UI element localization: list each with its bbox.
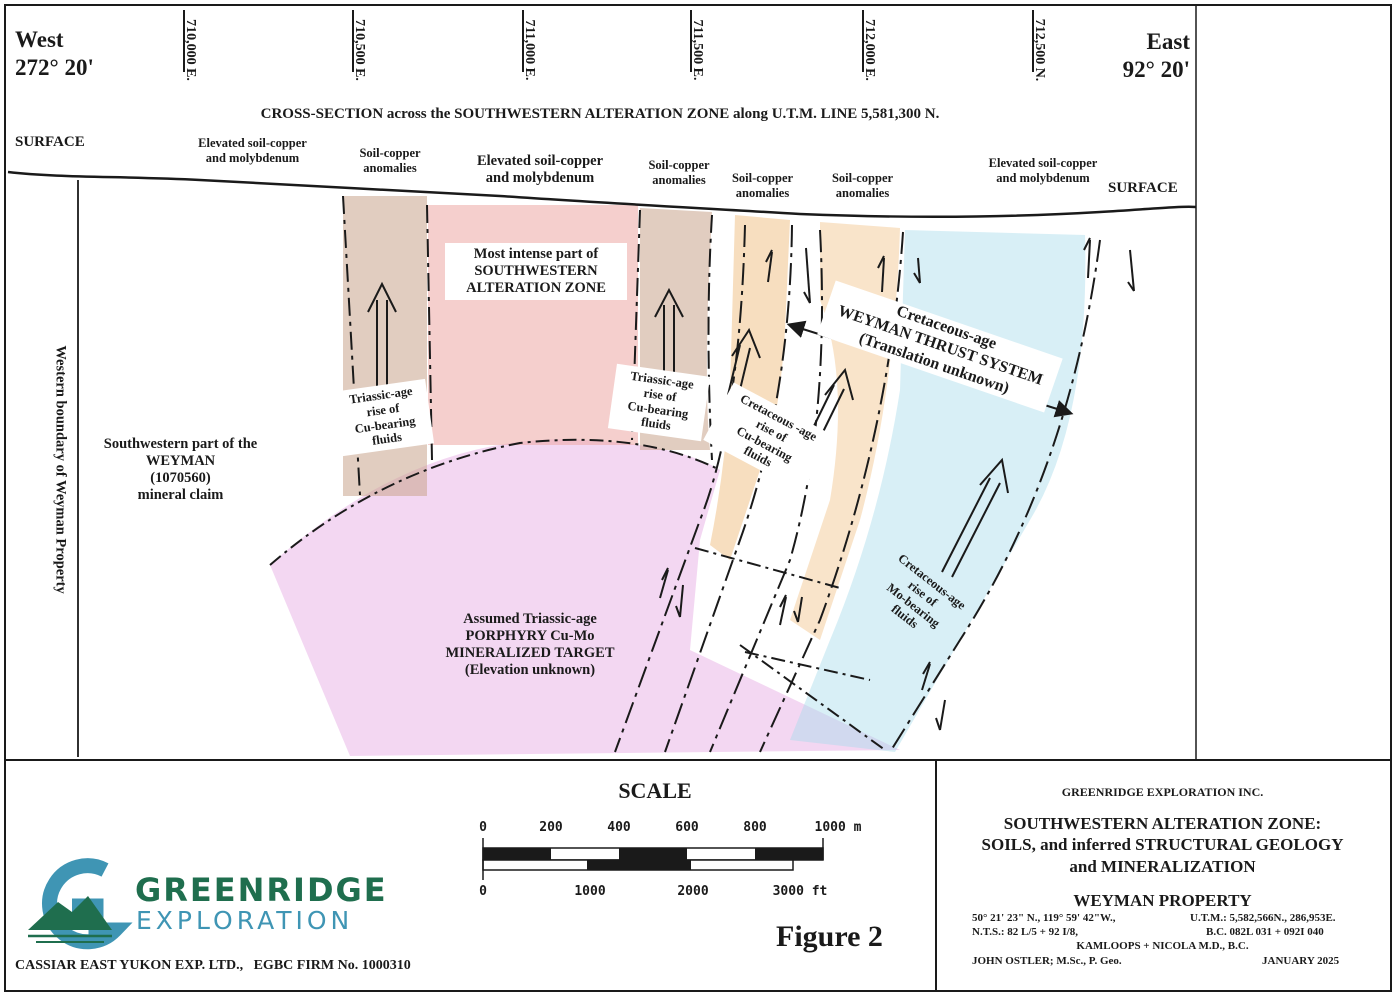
title-block-district: KAMLOOPS + NICOLA M.D., B.C. bbox=[1076, 940, 1249, 952]
utm-tick-label: 710,000 E. bbox=[183, 19, 198, 81]
firm-line: CASSIAR EAST YUKON EXP. LTD., EGBC FIRM … bbox=[15, 958, 411, 973]
scale-metric-label: 400 bbox=[607, 820, 631, 835]
scale-metric-label: 1000 m bbox=[814, 820, 862, 835]
fluid-arrow bbox=[941, 457, 1009, 578]
title-block-company: GREENRIDGE EXPLORATION INC. bbox=[1061, 785, 1264, 799]
title-block-nts: N.T.S.: 82 L/5 + 92 I/8, bbox=[972, 926, 1078, 938]
scale-bar-feet bbox=[482, 859, 794, 871]
title-block-coords: 50° 21' 23" N., 119° 59' 42"W., bbox=[972, 912, 1116, 924]
east-bearing: 92° 20' bbox=[1122, 57, 1190, 82]
section-title: CROSS-SECTION across the SOUTHWESTERN AL… bbox=[260, 106, 940, 122]
utm-tick-line bbox=[1032, 10, 1034, 72]
fault-line bbox=[426, 204, 433, 461]
utm-tick-label: 712,500 N. bbox=[1032, 18, 1047, 82]
scale-feet-label: 1000 bbox=[574, 884, 606, 899]
surface-line bbox=[7, 170, 1197, 219]
scale-metric-label: 800 bbox=[743, 820, 767, 835]
fluid-arrow bbox=[654, 287, 684, 372]
porphyry-boundary bbox=[269, 438, 721, 566]
title-block-property: WEYMAN PROPERTY bbox=[1073, 891, 1252, 910]
title-block-utm: U.T.M.: 5,582,566N., 286,953E. bbox=[1190, 912, 1336, 924]
logo-name: GREENRIDGE bbox=[135, 871, 388, 909]
fault-line bbox=[631, 209, 641, 441]
surface-label-left: SURFACE bbox=[15, 134, 85, 150]
title-block-title: SOUTHWESTERN ALTERATION ZONE:SOILS, and … bbox=[981, 814, 1344, 876]
scale-bar-metric bbox=[482, 847, 824, 861]
scale-metric-label: 0 bbox=[479, 820, 487, 835]
utm-tick-line bbox=[690, 10, 692, 72]
cross-fault bbox=[739, 644, 886, 751]
scale-metric-label: 600 bbox=[675, 820, 699, 835]
utm-tick-line bbox=[862, 10, 864, 72]
thrust-fault bbox=[889, 239, 1101, 753]
porphyry-target-zone bbox=[270, 439, 900, 756]
scale-feet-label: 0 bbox=[479, 884, 487, 899]
thrust-fault bbox=[664, 224, 793, 753]
alteration-core-zone bbox=[428, 205, 638, 445]
scale-title: SCALE bbox=[618, 778, 692, 803]
fluid-arrow bbox=[367, 281, 397, 395]
cretaceous-cu-zone bbox=[710, 215, 790, 560]
slip-arrow bbox=[659, 237, 1135, 731]
scale-feet-label: 2000 bbox=[677, 884, 709, 899]
greenridge-logo-mark bbox=[28, 858, 133, 950]
utm-tick-label: 711,500 E. bbox=[690, 19, 705, 81]
west-label: West bbox=[15, 27, 64, 52]
title-block-date: JANUARY 2025 bbox=[1262, 955, 1340, 967]
scale-feet-label: 3000 ft bbox=[772, 884, 828, 899]
thrust-fault bbox=[614, 224, 746, 753]
logo-sub: EXPLORATION bbox=[136, 906, 354, 935]
utm-tick-label: 712,000 E. bbox=[862, 19, 877, 81]
property-boundary-label: Western boundary of Weyman Property bbox=[52, 345, 69, 594]
title-block-author: JOHN OSTLER; M.Sc., P. Geo. bbox=[972, 955, 1122, 967]
figure-number: Figure 2 bbox=[776, 920, 883, 953]
title-block-bc: B.C. 082L 031 + 092I 040 bbox=[1206, 926, 1324, 938]
cross-fault bbox=[744, 651, 871, 681]
utm-tick-line bbox=[352, 10, 354, 72]
utm-tick-line bbox=[522, 10, 524, 72]
east-label: East bbox=[1146, 29, 1190, 54]
outer-frame bbox=[4, 4, 1392, 992]
west-bearing: 272° 20' bbox=[15, 55, 94, 80]
utm-tick-label: 711,000 E. bbox=[522, 19, 537, 81]
surface-label-right: SURFACE bbox=[1108, 180, 1178, 196]
cross-fault bbox=[694, 547, 841, 589]
scale-metric-label: 200 bbox=[539, 820, 563, 835]
utm-tick-label: 710,500 E. bbox=[352, 19, 367, 81]
utm-tick-line bbox=[183, 10, 185, 72]
thrust-fault bbox=[709, 229, 823, 753]
